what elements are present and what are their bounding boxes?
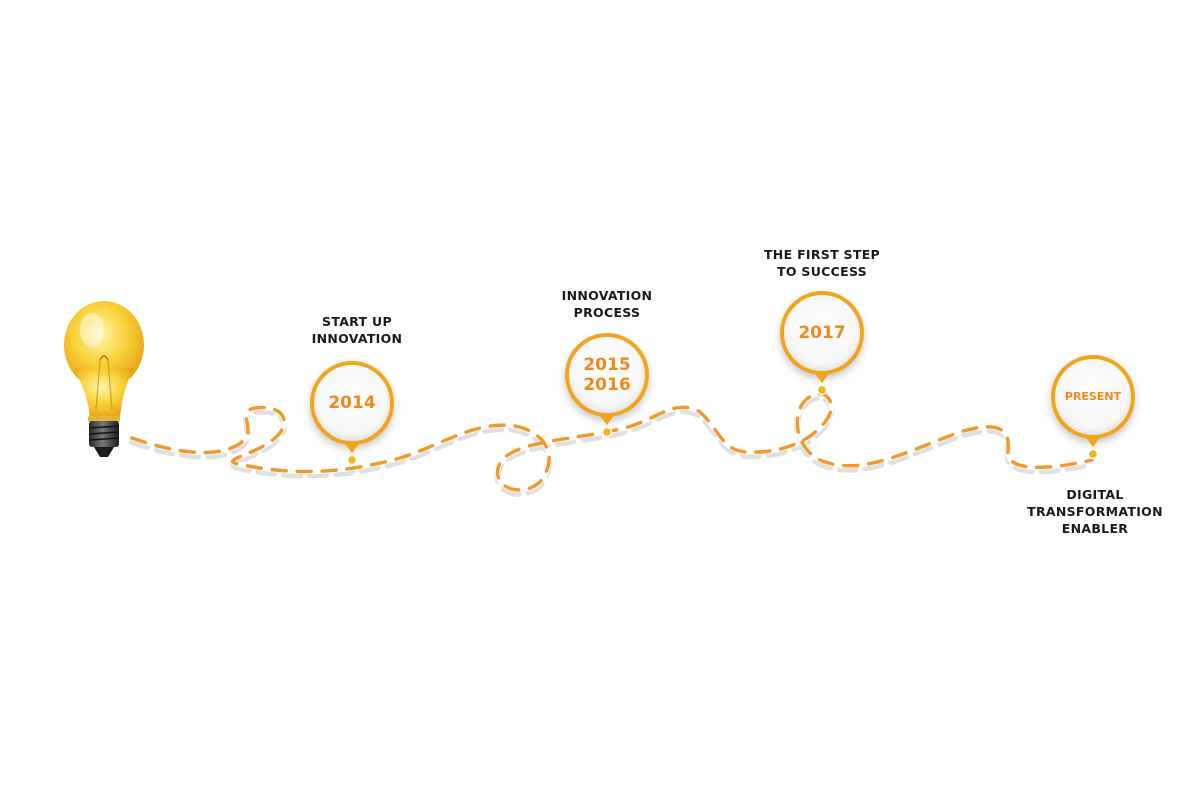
path-dashes bbox=[130, 391, 1094, 492]
anchor-dot-2017 bbox=[816, 384, 828, 396]
milestone-label-2017: THE FIRST STEP TO SUCCESS bbox=[763, 247, 880, 279]
anchor-dot-2015 bbox=[601, 426, 613, 438]
milestone-year-present: PRESENT bbox=[1064, 390, 1122, 403]
milestone-year-2014: 2014 bbox=[328, 393, 376, 413]
milestone-year-2017: 2017 bbox=[798, 323, 846, 343]
light-bulb-icon bbox=[64, 301, 144, 457]
anchor-dot-present bbox=[1087, 448, 1099, 460]
path-shadow bbox=[129, 394, 1095, 497]
milestone-pin-2017: 2017 bbox=[780, 291, 864, 383]
milestone-label-2014: START UP INNOVATION bbox=[311, 314, 403, 346]
milestone-pin-2014: 2014 bbox=[310, 361, 394, 453]
milestone-pin-2015-2016: 2015 2016 bbox=[565, 333, 649, 425]
milestone-pin-present: PRESENT bbox=[1051, 355, 1135, 447]
milestone-label-2015-2016: INNOVATION PROCESS bbox=[561, 288, 653, 320]
milestone-year-2015-2016: 2015 2016 bbox=[583, 355, 631, 395]
milestone-label-present: DIGITAL TRANSFORMATION ENABLER bbox=[1027, 487, 1163, 536]
anchor-dot-2014 bbox=[346, 454, 358, 466]
